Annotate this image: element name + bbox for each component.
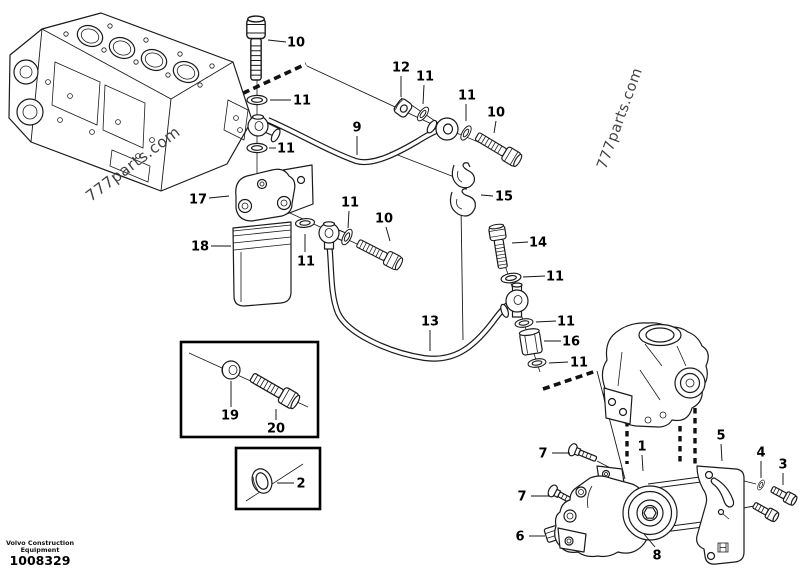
callout-15: 15 bbox=[495, 190, 513, 205]
water-pump-housing bbox=[601, 322, 709, 428]
callout-12: 12 bbox=[392, 61, 410, 76]
callout-leader-lines bbox=[208, 39, 784, 548]
callout-13: 13 bbox=[421, 315, 439, 330]
reference-lines bbox=[306, 65, 757, 529]
banjo-tee-pump bbox=[500, 282, 529, 318]
callout-20: 20 bbox=[267, 422, 285, 437]
callout-11: 11 bbox=[546, 270, 564, 285]
callout-11: 11 bbox=[557, 315, 575, 330]
callout-11: 11 bbox=[277, 142, 295, 157]
callout-18: 18 bbox=[191, 240, 209, 255]
fuel-pipe-13 bbox=[326, 240, 512, 362]
callout-11: 11 bbox=[297, 255, 315, 270]
pipe-clamp bbox=[449, 162, 476, 217]
figure-number: 1008329 bbox=[10, 553, 71, 568]
engine-block bbox=[8, 12, 253, 192]
callout-17: 17 bbox=[189, 193, 207, 208]
callout-1: 1 bbox=[637, 440, 646, 455]
callout-4: 4 bbox=[756, 446, 765, 461]
callout-2: 2 bbox=[296, 477, 305, 492]
o-ring bbox=[251, 468, 273, 494]
hollow-screw bbox=[393, 98, 413, 118]
callout-labels: 10 11 11 9 12 11 11 10 15 17 18 11 10 11… bbox=[189, 36, 788, 564]
connection-nipple bbox=[518, 328, 543, 356]
inset-box-19-20 bbox=[179, 340, 320, 439]
callout-11: 11 bbox=[416, 70, 434, 85]
inset-box-2 bbox=[234, 446, 322, 511]
callout-9: 9 bbox=[352, 121, 361, 136]
pump-pulley bbox=[622, 485, 678, 541]
callout-19: 19 bbox=[221, 409, 239, 424]
callout-11: 11 bbox=[293, 94, 311, 109]
callout-7: 7 bbox=[517, 490, 526, 505]
brand-line1: Volvo Construction bbox=[6, 539, 75, 547]
callout-16: 16 bbox=[562, 335, 580, 350]
banjo-elbow-engine bbox=[247, 114, 281, 143]
callout-10: 10 bbox=[487, 106, 505, 121]
banjo-union-pipe9 bbox=[426, 117, 459, 141]
banjo-elbow-filter bbox=[318, 221, 347, 250]
callout-11: 11 bbox=[341, 196, 359, 211]
fuel-filter-cartridge bbox=[232, 221, 292, 307]
callout-14: 14 bbox=[529, 236, 547, 251]
fuel-pipe-9 bbox=[266, 117, 441, 166]
callout-11: 11 bbox=[570, 356, 588, 371]
watermark-right: 777parts.com bbox=[595, 66, 646, 172]
callout-3: 3 bbox=[778, 458, 787, 473]
callout-10: 10 bbox=[287, 36, 305, 51]
callout-6: 6 bbox=[515, 530, 524, 545]
callout-5: 5 bbox=[716, 429, 725, 444]
callout-7: 7 bbox=[538, 447, 547, 462]
brand-line2: Equipment bbox=[21, 546, 60, 554]
mounting-bracket bbox=[696, 465, 745, 565]
fuel-feed-pump bbox=[554, 465, 704, 558]
spacer-nut bbox=[221, 360, 241, 380]
inset-bolt bbox=[247, 369, 303, 412]
callout-8: 8 bbox=[652, 549, 661, 564]
callout-11: 11 bbox=[458, 89, 476, 104]
footer: Volvo Construction Equipment 1008329 bbox=[6, 539, 75, 568]
callout-10: 10 bbox=[375, 212, 393, 227]
fuel-filter-head bbox=[235, 164, 314, 222]
